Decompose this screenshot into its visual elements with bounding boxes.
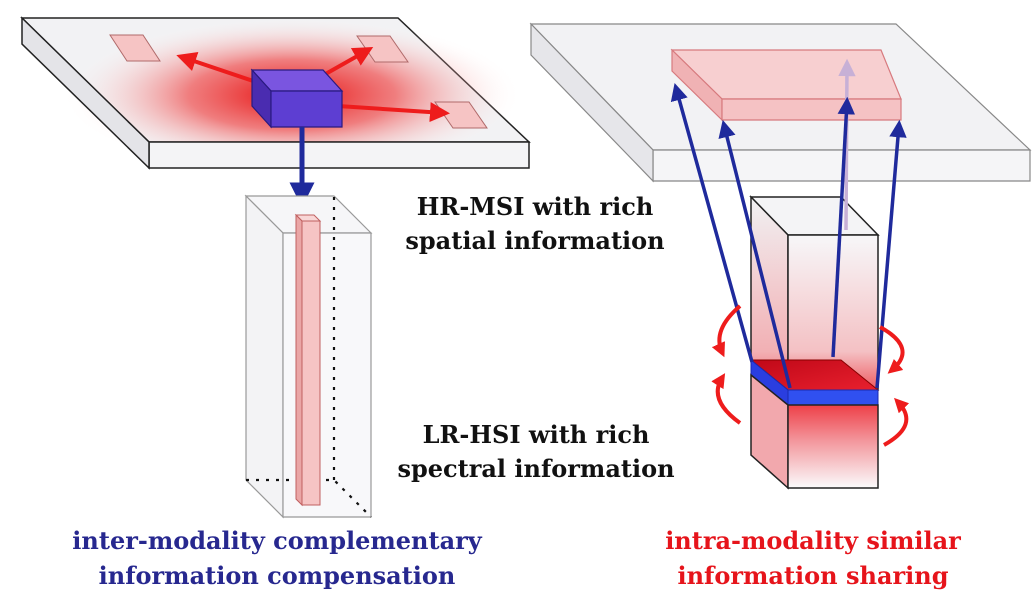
blue-arrow (831, 96, 856, 358)
faded-arrow (838, 58, 856, 231)
lr-hsi-column (244, 194, 373, 519)
purple-cube (250, 68, 344, 129)
intra-modality-caption-line2: information sharing (677, 561, 948, 590)
slab-front-face (148, 141, 530, 169)
spectral-bar (294, 213, 322, 507)
cube-front-face-lower (787, 404, 879, 489)
red-arrow (176, 52, 263, 86)
blue-arrow (875, 119, 907, 389)
lr-hsi-label-line2: spectral information (397, 454, 674, 483)
inter-modality-caption-line1: inter-modality complementary (72, 526, 482, 555)
rotation-arrows (711, 304, 910, 447)
hr-msi-slab-left (20, 16, 531, 208)
red-arrow (321, 47, 374, 78)
slab-left-face (21, 16, 150, 170)
curved-arrow-icon (711, 304, 742, 358)
inter-modality-caption-line2: information compensation (99, 561, 456, 590)
hsi-cube (749, 195, 880, 490)
blue-arrows-up (670, 58, 907, 389)
lr-hsi-label-line1: LR-HSI with rich (423, 420, 650, 449)
curved-arrow-icon (711, 373, 742, 425)
hr-msi-label-line2: spatial information (405, 226, 664, 255)
blue-band-front (787, 389, 879, 406)
hr-msi-slab-right (529, 22, 1032, 183)
curved-arrow-icon (883, 397, 910, 447)
hr-msi-label-line1: HR-MSI with rich (417, 192, 654, 221)
blue-arrow (718, 119, 792, 389)
red-arrow (337, 102, 450, 123)
intra-modality-caption-line1: intra-modality similar (665, 526, 961, 555)
blue-arrow (670, 82, 754, 363)
curved-arrow-icon (879, 325, 905, 374)
pink-patch (109, 34, 161, 62)
